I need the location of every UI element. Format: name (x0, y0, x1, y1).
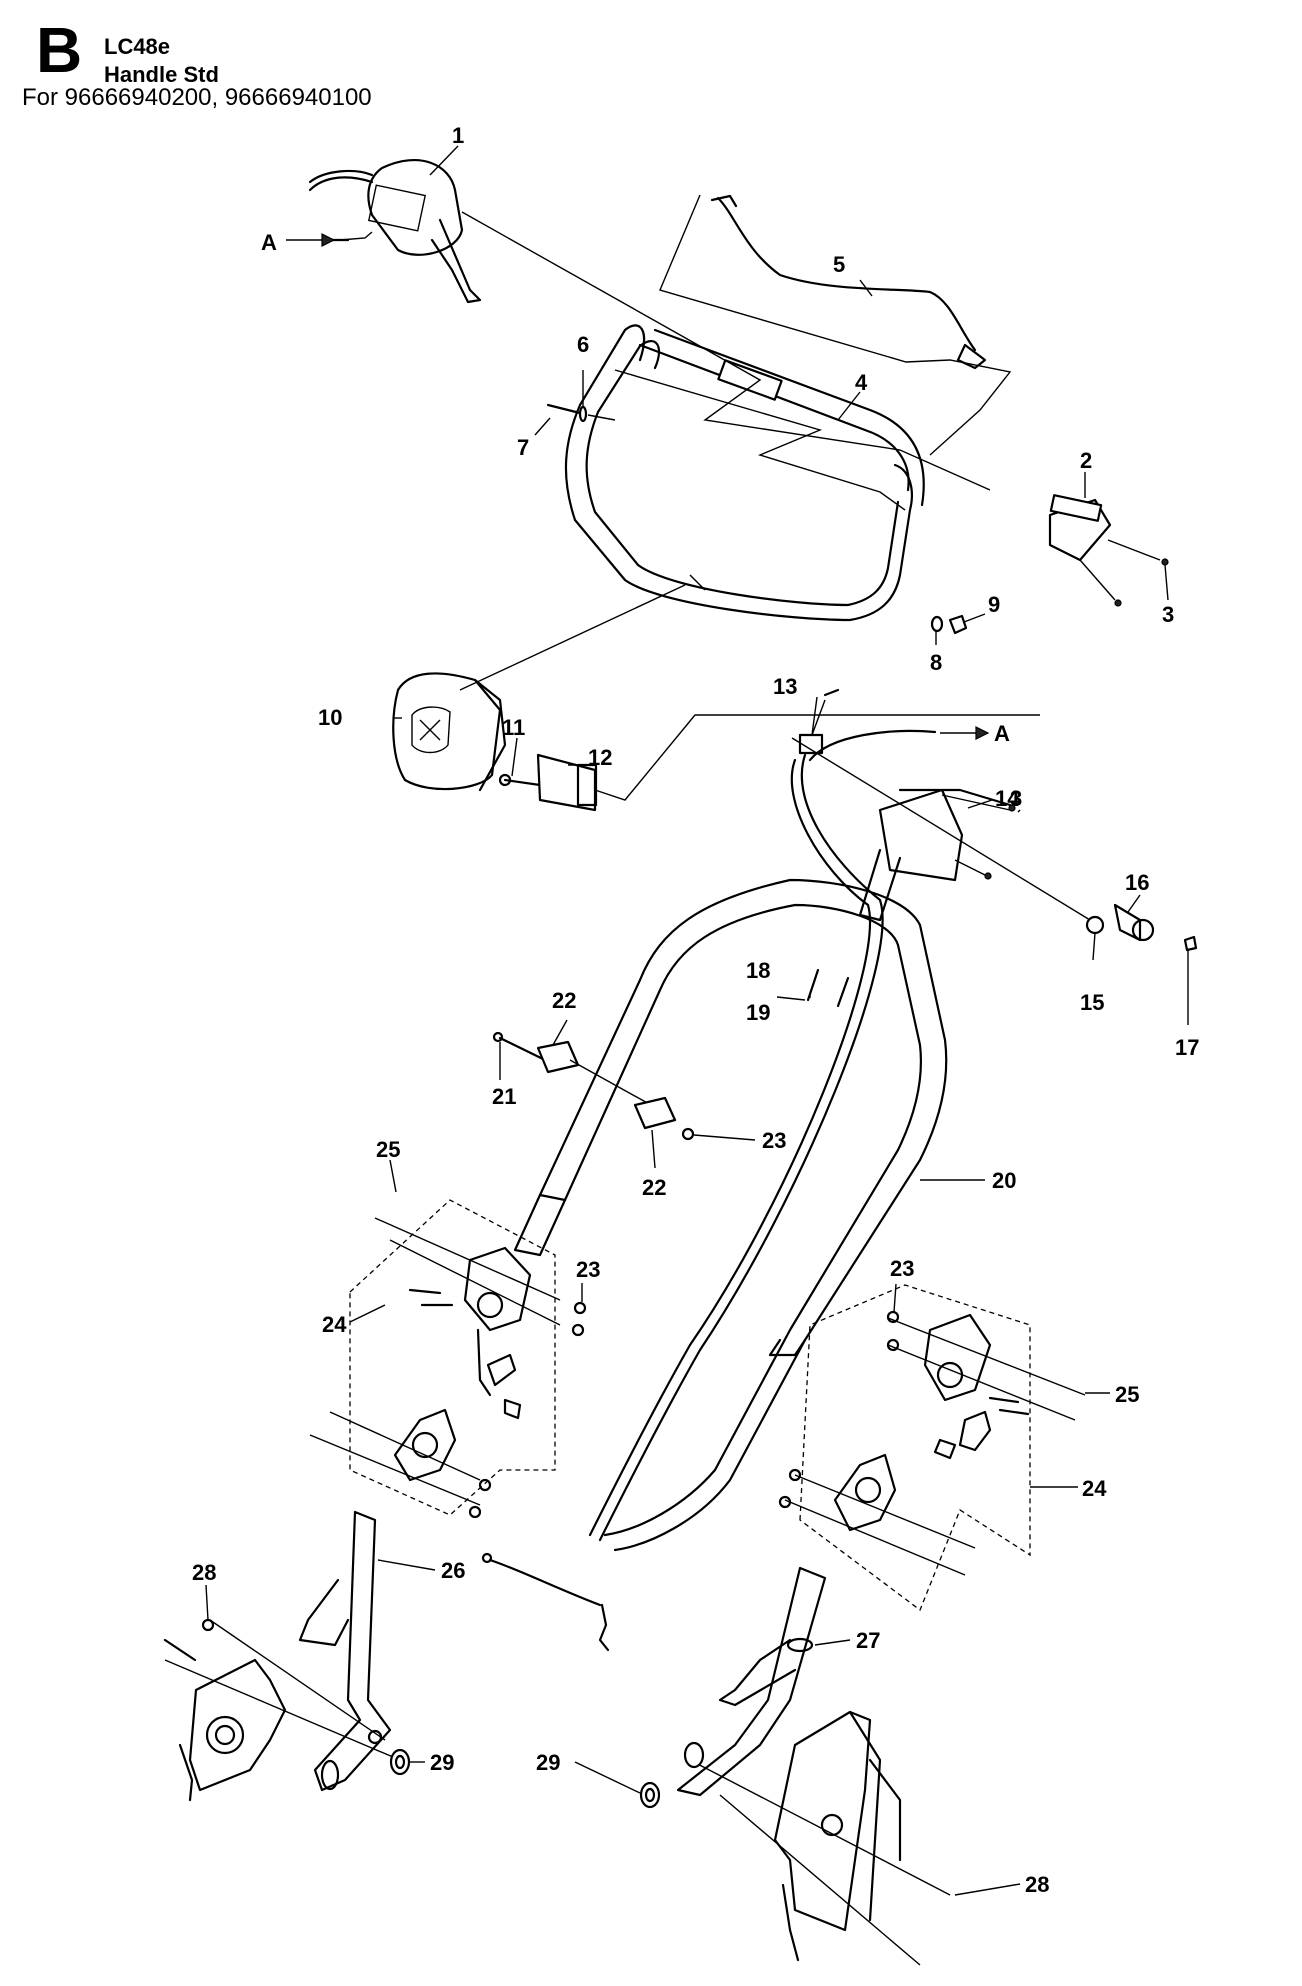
part-6-7-screw-washer (546, 403, 616, 423)
callout-22-lower: 22 (642, 1175, 666, 1200)
callout-3-lower: 3 (1010, 786, 1022, 811)
assembly-link-line-2 (614, 369, 906, 511)
callout-28-left: 28 (192, 1560, 216, 1585)
part-15-16-17-knob (1085, 903, 1198, 952)
leader-line-to-knob (791, 737, 1091, 921)
part-left-frame-plate (163, 1618, 401, 1802)
part-8-9-washer-nut (930, 614, 968, 635)
ref-arrow-a-2 (940, 726, 990, 740)
callout-14: 14 (995, 786, 1020, 811)
callout-8: 8 (930, 650, 942, 675)
part-11-12-screw-clamp (498, 714, 1040, 812)
part-4-upper-handle (564, 324, 925, 622)
callout-4: 4 (855, 370, 868, 395)
callout-1: 1 (452, 123, 464, 148)
part-right-frame-plate (683, 1710, 951, 1966)
callout-17: 17 (1175, 1035, 1199, 1060)
part-13-cable-clip (798, 688, 840, 755)
callout-10: 10 (318, 705, 342, 730)
header-section-letter: B (36, 14, 83, 86)
callout-labels: 1 A 5 4 6 7 2 3 9 8 13 10 11 12 A 14 3 1… (192, 123, 1199, 1897)
callout-12: 12 (588, 745, 612, 770)
callout-23-clip: 23 (762, 1128, 786, 1153)
callout-23-right: 23 (890, 1256, 914, 1281)
callout-28-right: 28 (1025, 1872, 1049, 1897)
ref-label-a-1: A (261, 230, 277, 255)
part-24-right-hinge (778, 1310, 1086, 1576)
callout-25-right: 25 (1115, 1382, 1139, 1407)
ref-arrow-a-1 (286, 233, 336, 247)
callout-24-right: 24 (1082, 1476, 1107, 1501)
callout-25-left: 25 (376, 1137, 400, 1162)
part-1-control-box (308, 159, 482, 304)
callout-18: 18 (746, 958, 770, 983)
callout-20: 20 (992, 1168, 1016, 1193)
callout-15: 15 (1080, 990, 1104, 1015)
callout-29-right: 29 (536, 1750, 560, 1775)
header-applies-to: For 96666940200, 96666940100 (22, 84, 372, 111)
callout-9: 9 (988, 592, 1000, 617)
part-26-left-lower-strut (298, 1510, 392, 1792)
callout-11: 11 (502, 715, 525, 740)
callout-13: 13 (773, 674, 797, 699)
callout-27: 27 (856, 1628, 880, 1653)
part-24-right-hinge-outline (799, 1284, 1031, 1612)
callout-23-left: 23 (576, 1257, 600, 1282)
callout-29-left: 29 (430, 1750, 454, 1775)
part-5-cable-guide (659, 194, 1012, 456)
callout-26: 26 (441, 1558, 465, 1583)
part-2-cable-clip (1048, 494, 1169, 607)
part-29-bushing-left (389, 1748, 411, 1776)
callout-24-left: 24 (322, 1312, 347, 1337)
callout-7: 7 (517, 435, 529, 460)
callout-16: 16 (1125, 870, 1149, 895)
part-27-right-lower-strut (676, 1566, 827, 1797)
header-title: Handle Std (104, 62, 219, 87)
part-29-bushing-right (639, 1781, 661, 1809)
callout-5: 5 (833, 252, 845, 277)
part-18-19-screws (806, 968, 850, 1008)
ref-label-a-2: A (994, 721, 1010, 746)
part-21-22-23-clip-assembly (492, 1031, 695, 1141)
callout-2: 2 (1080, 448, 1092, 473)
part-24-left-hinge (309, 1217, 587, 1519)
cable-end-spring (481, 1552, 610, 1652)
part-20-lower-handle (513, 848, 948, 1552)
callout-3-upper: 3 (1162, 602, 1174, 627)
part-10-handle-cover (392, 672, 507, 792)
header-model: LC48e (104, 34, 171, 59)
part-24-left-hinge-outline (349, 1199, 556, 1516)
callout-22-upper: 22 (552, 988, 576, 1013)
leader-cover-to-handle (459, 584, 686, 691)
callout-21: 21 (492, 1084, 516, 1109)
assembly-link-line-1 (461, 211, 991, 491)
throttle-cable (588, 729, 937, 1542)
callout-6: 6 (577, 332, 589, 357)
leader-lines (205, 145, 1189, 1896)
callout-19: 19 (746, 1000, 770, 1025)
